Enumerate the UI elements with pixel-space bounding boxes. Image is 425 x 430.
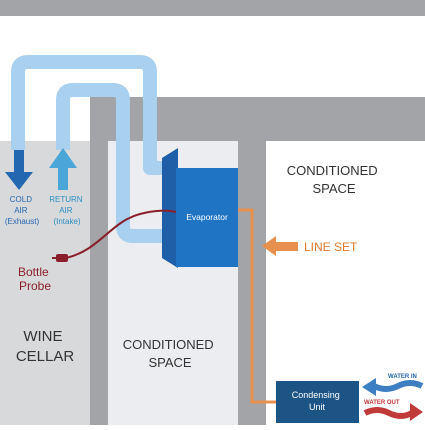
bottle-probe-label: Bottle Probe xyxy=(18,265,52,293)
cold-air-label: COLD AIR (Exhaust) xyxy=(5,195,40,226)
wine-cellar-label: WINE CELLAR xyxy=(16,328,75,365)
right-conditioned-space xyxy=(266,141,425,425)
air-ducts xyxy=(11,55,165,243)
ceiling-strip xyxy=(0,0,425,16)
evaporator-body xyxy=(176,168,238,267)
condensing-unit-label: Condensing Unit xyxy=(292,390,343,412)
water-out-label: WATER OUT xyxy=(364,400,400,406)
evaporator-side-panel xyxy=(162,148,178,268)
evaporator-label: Evaporator xyxy=(186,212,228,222)
outer-duct xyxy=(11,55,165,175)
conditioned-space-right-label: CONDITIONED SPACE xyxy=(287,163,382,196)
return-air-label: RETURN AIR (Intake) xyxy=(49,195,85,226)
probe-tip-icon xyxy=(56,254,68,262)
cold-air-arrow-icon xyxy=(5,150,33,190)
water-in-arrow-icon xyxy=(362,378,424,396)
conditioned-space-middle-label: CONDITIONED SPACE xyxy=(123,337,218,370)
line-set-label: LINE SET xyxy=(304,240,358,254)
left-wall xyxy=(90,141,108,425)
line-set-arrow-icon xyxy=(262,236,298,256)
evaporator-unit: Evaporator xyxy=(162,148,238,268)
water-out-arrow-icon xyxy=(363,403,423,421)
water-in-label: WATER IN xyxy=(388,374,417,380)
condensing-unit-box xyxy=(276,381,359,423)
line-set-pipe xyxy=(238,208,276,404)
inner-duct xyxy=(56,83,165,243)
bottle-probe-wire xyxy=(52,209,177,262)
horizontal-beam xyxy=(90,97,425,141)
wine-cellar-room xyxy=(0,141,90,425)
return-air-arrow-icon xyxy=(49,148,77,190)
